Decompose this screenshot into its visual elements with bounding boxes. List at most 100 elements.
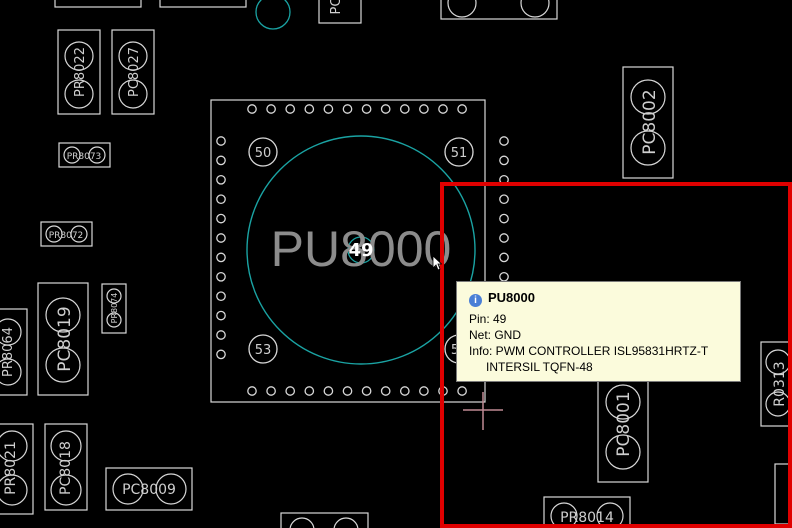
label-pr8014: PR8014 <box>560 510 614 526</box>
pin-50-pad[interactable] <box>248 137 278 167</box>
component-tooltip: i PU8000 Pin: 49 Net: GND Info: PWM CONTR… <box>456 281 741 382</box>
pin-53-label: 53 <box>255 343 272 358</box>
pin-49-ring <box>347 236 375 264</box>
ic-pin-pad[interactable] <box>247 386 257 396</box>
tooltip-title: i PU8000 <box>469 290 535 307</box>
ic-pin-pad[interactable] <box>216 136 226 146</box>
ic-pin-pad[interactable] <box>266 104 276 114</box>
ic-pin-pad[interactable] <box>438 104 448 114</box>
ic-pin-pad[interactable] <box>499 252 509 263</box>
part-pr8073[interactable]: PR8073 <box>58 142 111 168</box>
gnd-pad-highlight <box>246 135 476 365</box>
ic-pin-pad[interactable] <box>285 386 296 396</box>
part-top-left[interactable]: PC <box>54 0 558 30</box>
part-pr8021[interactable]: PR8021 <box>0 423 34 515</box>
ic-pin-pad[interactable] <box>285 104 296 114</box>
part-r0313[interactable]: R0313 <box>760 341 792 427</box>
ic-pin-pad[interactable] <box>380 104 391 114</box>
ic-pin-pad[interactable] <box>457 386 467 396</box>
part-pr8064[interactable]: PR8064 <box>0 308 28 396</box>
part-pc8027[interactable]: PC8027 <box>111 29 155 115</box>
label-pr8073: PR8073 <box>67 152 102 162</box>
part-pc8018[interactable]: PC8018 <box>44 423 88 511</box>
label-pr8022: PR8022 <box>73 47 88 97</box>
part-bottom-partial[interactable] <box>280 512 369 528</box>
ic-pin-pad[interactable] <box>216 330 226 340</box>
pin-49-label: 49 <box>348 240 373 261</box>
part-pc8002[interactable]: PC8002 <box>622 66 674 179</box>
pin-partial-label: 5 <box>451 343 459 358</box>
ic-pin-pad[interactable] <box>399 386 410 396</box>
label-pu8000: PU8000 <box>271 221 452 277</box>
ic-pin-pad[interactable] <box>304 104 315 114</box>
label-pc8002: PC8002 <box>640 89 660 154</box>
ic-pins-left <box>216 136 226 360</box>
ic-pin-pad[interactable] <box>419 104 429 114</box>
ic-pin-pad[interactable] <box>380 386 391 396</box>
tooltip-pin: Pin: 49 <box>469 312 507 326</box>
info-icon: i <box>469 294 482 307</box>
ic-pin-pad[interactable] <box>304 386 315 396</box>
ic-pin-pad[interactable] <box>457 104 467 114</box>
ic-pin-pad[interactable] <box>216 213 226 224</box>
pin-50-label: 50 <box>255 146 272 161</box>
ic-pin-pad[interactable] <box>361 104 372 114</box>
ic-pin-pad[interactable] <box>499 136 509 146</box>
ic-pin-pad[interactable] <box>342 386 353 396</box>
part-pc8009[interactable]: PC8009 <box>105 467 193 511</box>
ic-pin-pad[interactable] <box>499 271 509 282</box>
ic-pins-top <box>247 104 467 114</box>
label-pr8072: PR8072 <box>49 231 84 241</box>
part-pc8019[interactable]: PC8019 <box>37 282 89 396</box>
label-pc8027: PC8027 <box>127 47 142 97</box>
ic-pin-pad[interactable] <box>342 104 353 114</box>
selection-rectangle[interactable] <box>440 182 792 528</box>
part-pr8074[interactable]: PR8074 <box>101 283 127 334</box>
label-pr8064: PR8064 <box>1 327 16 377</box>
ic-pin-pad[interactable] <box>499 155 509 166</box>
ic-pin-pad[interactable] <box>216 174 226 185</box>
label-pc8001: PC8001 <box>614 391 634 456</box>
label-pr8074: PR8074 <box>110 293 119 324</box>
ic-pin-pad[interactable] <box>499 233 509 243</box>
ic-pin-pad[interactable] <box>499 194 509 205</box>
ic-pin-pad[interactable] <box>216 349 226 360</box>
label-pc8009: PC8009 <box>122 482 176 498</box>
label-pc8019: PC8019 <box>55 306 75 371</box>
ic-pin-pad[interactable] <box>216 310 226 321</box>
ic-pin-pad[interactable] <box>216 155 226 166</box>
tooltip-info-line2: INTERSIL TQFN-48 <box>486 360 593 374</box>
ic-pins-bottom <box>247 386 467 396</box>
ic-pin-pad[interactable] <box>499 213 509 224</box>
ic-pin-pad[interactable] <box>361 386 372 396</box>
part-pc8001[interactable]: PC8001 <box>597 370 649 483</box>
label-pc8018: PC8018 <box>58 441 74 495</box>
mouse-pointer-icon <box>432 255 442 271</box>
part-top-label: PC <box>329 0 344 14</box>
ic-pin-pad[interactable] <box>419 386 429 396</box>
pin-53-pad[interactable] <box>248 334 278 364</box>
ic-pin-pad[interactable] <box>399 104 410 114</box>
tooltip-info-line1: Info: PWM CONTROLLER ISL95831HRTZ-T <box>469 344 709 358</box>
ic-pin-pad[interactable] <box>266 386 276 396</box>
ic-pin-pad[interactable] <box>216 194 226 205</box>
part-pr8072[interactable]: PR8072 <box>40 221 93 247</box>
tooltip-title-text: PU8000 <box>488 290 535 305</box>
ic-pin-pad[interactable] <box>247 104 257 114</box>
ic-pin-pad[interactable] <box>323 386 334 396</box>
part-pr8022[interactable]: PR8022 <box>57 29 101 115</box>
pin-51-pad[interactable] <box>444 137 474 167</box>
crosshair-marker <box>463 392 503 430</box>
ic-pin-pad[interactable] <box>216 271 226 282</box>
ic-pin-pad[interactable] <box>323 104 334 114</box>
part-pu8000[interactable]: 50 51 53 5 PU8000 49 <box>210 99 509 403</box>
tooltip-net: Net: GND <box>469 328 522 342</box>
ic-pin-pad[interactable] <box>216 252 226 263</box>
label-r0313: R0313 <box>772 361 788 406</box>
ic-pin-pad[interactable] <box>216 291 226 302</box>
label-pr8021: PR8021 <box>3 441 19 495</box>
pin-51-label: 51 <box>451 146 468 161</box>
part-pr8014[interactable]: PR8014 <box>543 496 631 528</box>
ic-pin-pad[interactable] <box>216 233 226 243</box>
